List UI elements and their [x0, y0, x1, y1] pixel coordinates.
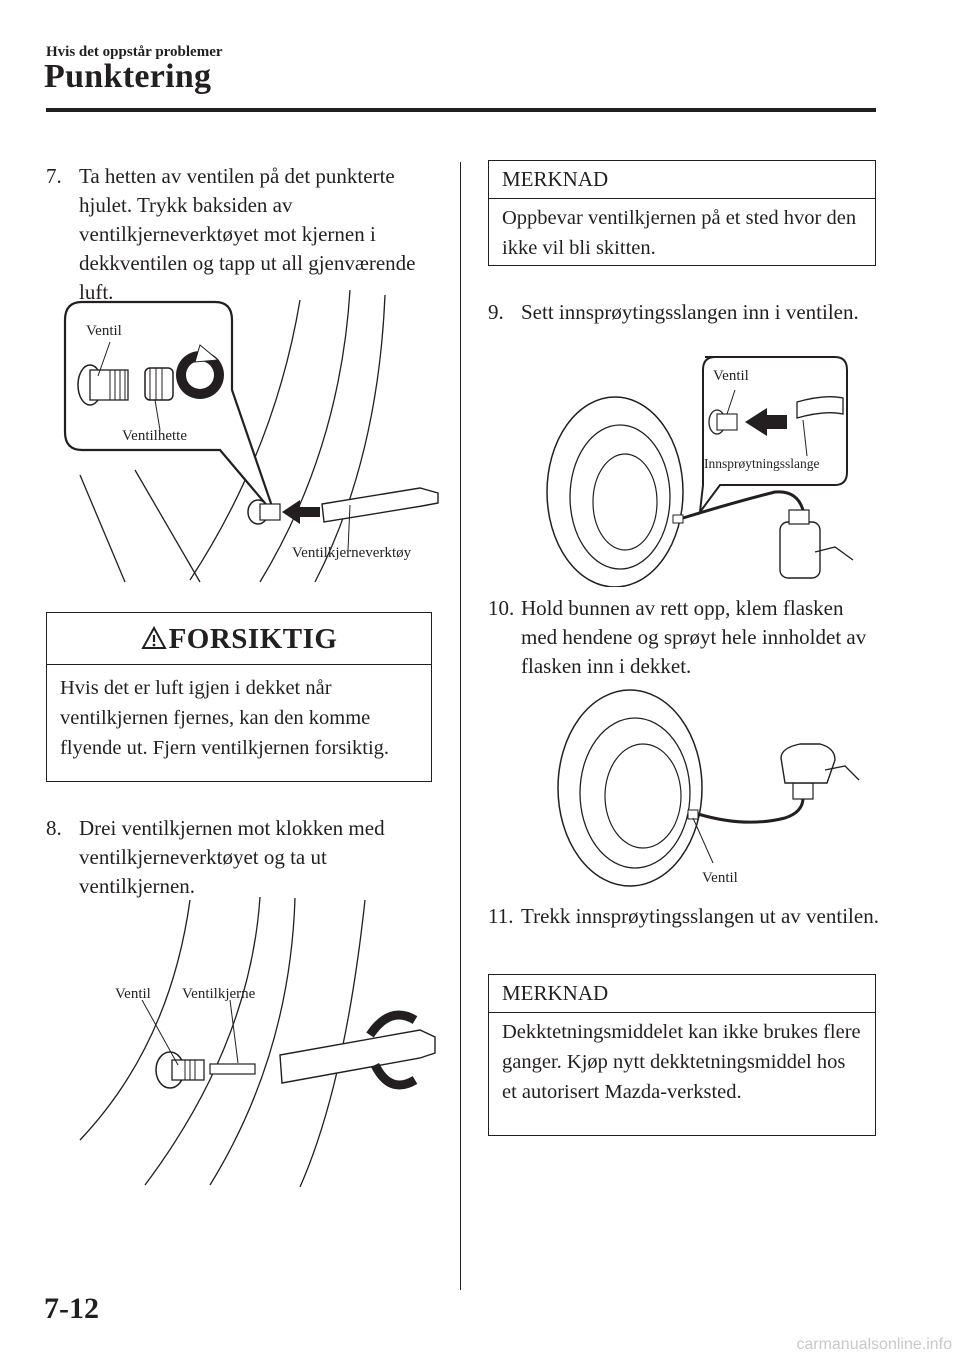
caution-box: FORSIKTIG Hvis det er luft igjen i dekke… [46, 612, 432, 782]
step-9-number: 9. [488, 300, 504, 324]
label-ventil: Ventil [713, 368, 749, 384]
step-8: 8. Drei ventilkjernen mot klokken med ve… [46, 814, 441, 901]
caution-header: FORSIKTIG [47, 613, 431, 665]
label-ventilkjerne: Ventilkjerne [182, 986, 256, 1002]
warning-triangle-icon [140, 625, 167, 649]
header-rule [46, 108, 876, 112]
caution-heading: FORSIKTIG [168, 623, 338, 655]
step-11: 11. Trekk innsprøytingsslangen ut av ven… [488, 902, 880, 931]
note-2-text: Dekktetningsmiddelet kan ikke brukes fle… [502, 1021, 861, 1103]
note-box-2: MERKNAD Dekktetningsmiddelet kan ikke br… [488, 974, 876, 1136]
figure-valve-cap-removal: Ventil Ventilhette Ventilkjerneverktøy [63, 290, 439, 583]
step-8-text: Drei ventilkjernen mot klokken med venti… [79, 816, 385, 898]
label-tool: Ventilkjerneverktøy [292, 545, 412, 561]
step-10: 10. Hold bunnen av rett opp, klem flaske… [488, 594, 880, 681]
page-number: 7-12 [44, 1292, 99, 1325]
label-hose: Innsprøytningsslange [704, 456, 820, 471]
figure-insert-hose: Ventil Innsprøytningsslange [546, 356, 854, 587]
label-ventilhette: Ventilhette [122, 428, 187, 444]
step-10-text: Hold bunnen av rett opp, klem flasken me… [521, 596, 867, 678]
label-ventil: Ventil [702, 870, 738, 886]
step-10-number: 10. [488, 596, 515, 620]
label-ventil: Ventil [86, 323, 122, 339]
label-ventil: Ventil [115, 986, 151, 1002]
figure-inject-sealant: Ventil [557, 689, 860, 887]
step-8-number: 8. [46, 816, 62, 840]
step-9: 9. Sett innsprøytingsslangen inn i venti… [488, 298, 878, 327]
caution-text: Hvis det er luft igjen i dekket når vent… [60, 677, 390, 759]
section-title: Hvis det oppstår problemer [46, 44, 223, 60]
step-11-text: Trekk innsprøytingsslangen ut av ventile… [521, 904, 879, 928]
note-1-heading: MERKNAD [489, 161, 875, 199]
note-box-1: MERKNAD Oppbevar ventilkjernen på et ste… [488, 160, 876, 266]
step-7-number: 7. [46, 164, 62, 188]
note-2-heading: MERKNAD [489, 975, 875, 1013]
step-7: 7. Ta hetten av ventilen på det punktert… [46, 162, 441, 307]
figure-valve-core-removal: Ventil Ventilkjerne [79, 896, 436, 1188]
page-title: Punktering [44, 58, 212, 95]
step-7-text: Ta hetten av ventilen på det punkterte h… [79, 164, 416, 304]
column-divider [460, 162, 461, 1290]
watermark: carmanualsonline.info [796, 1336, 952, 1353]
step-11-number: 11. [488, 904, 514, 928]
note-1-text: Oppbevar ventilkjernen på et sted hvor d… [502, 207, 857, 259]
step-9-text: Sett innsprøytingsslangen inn i ventilen… [521, 300, 859, 324]
